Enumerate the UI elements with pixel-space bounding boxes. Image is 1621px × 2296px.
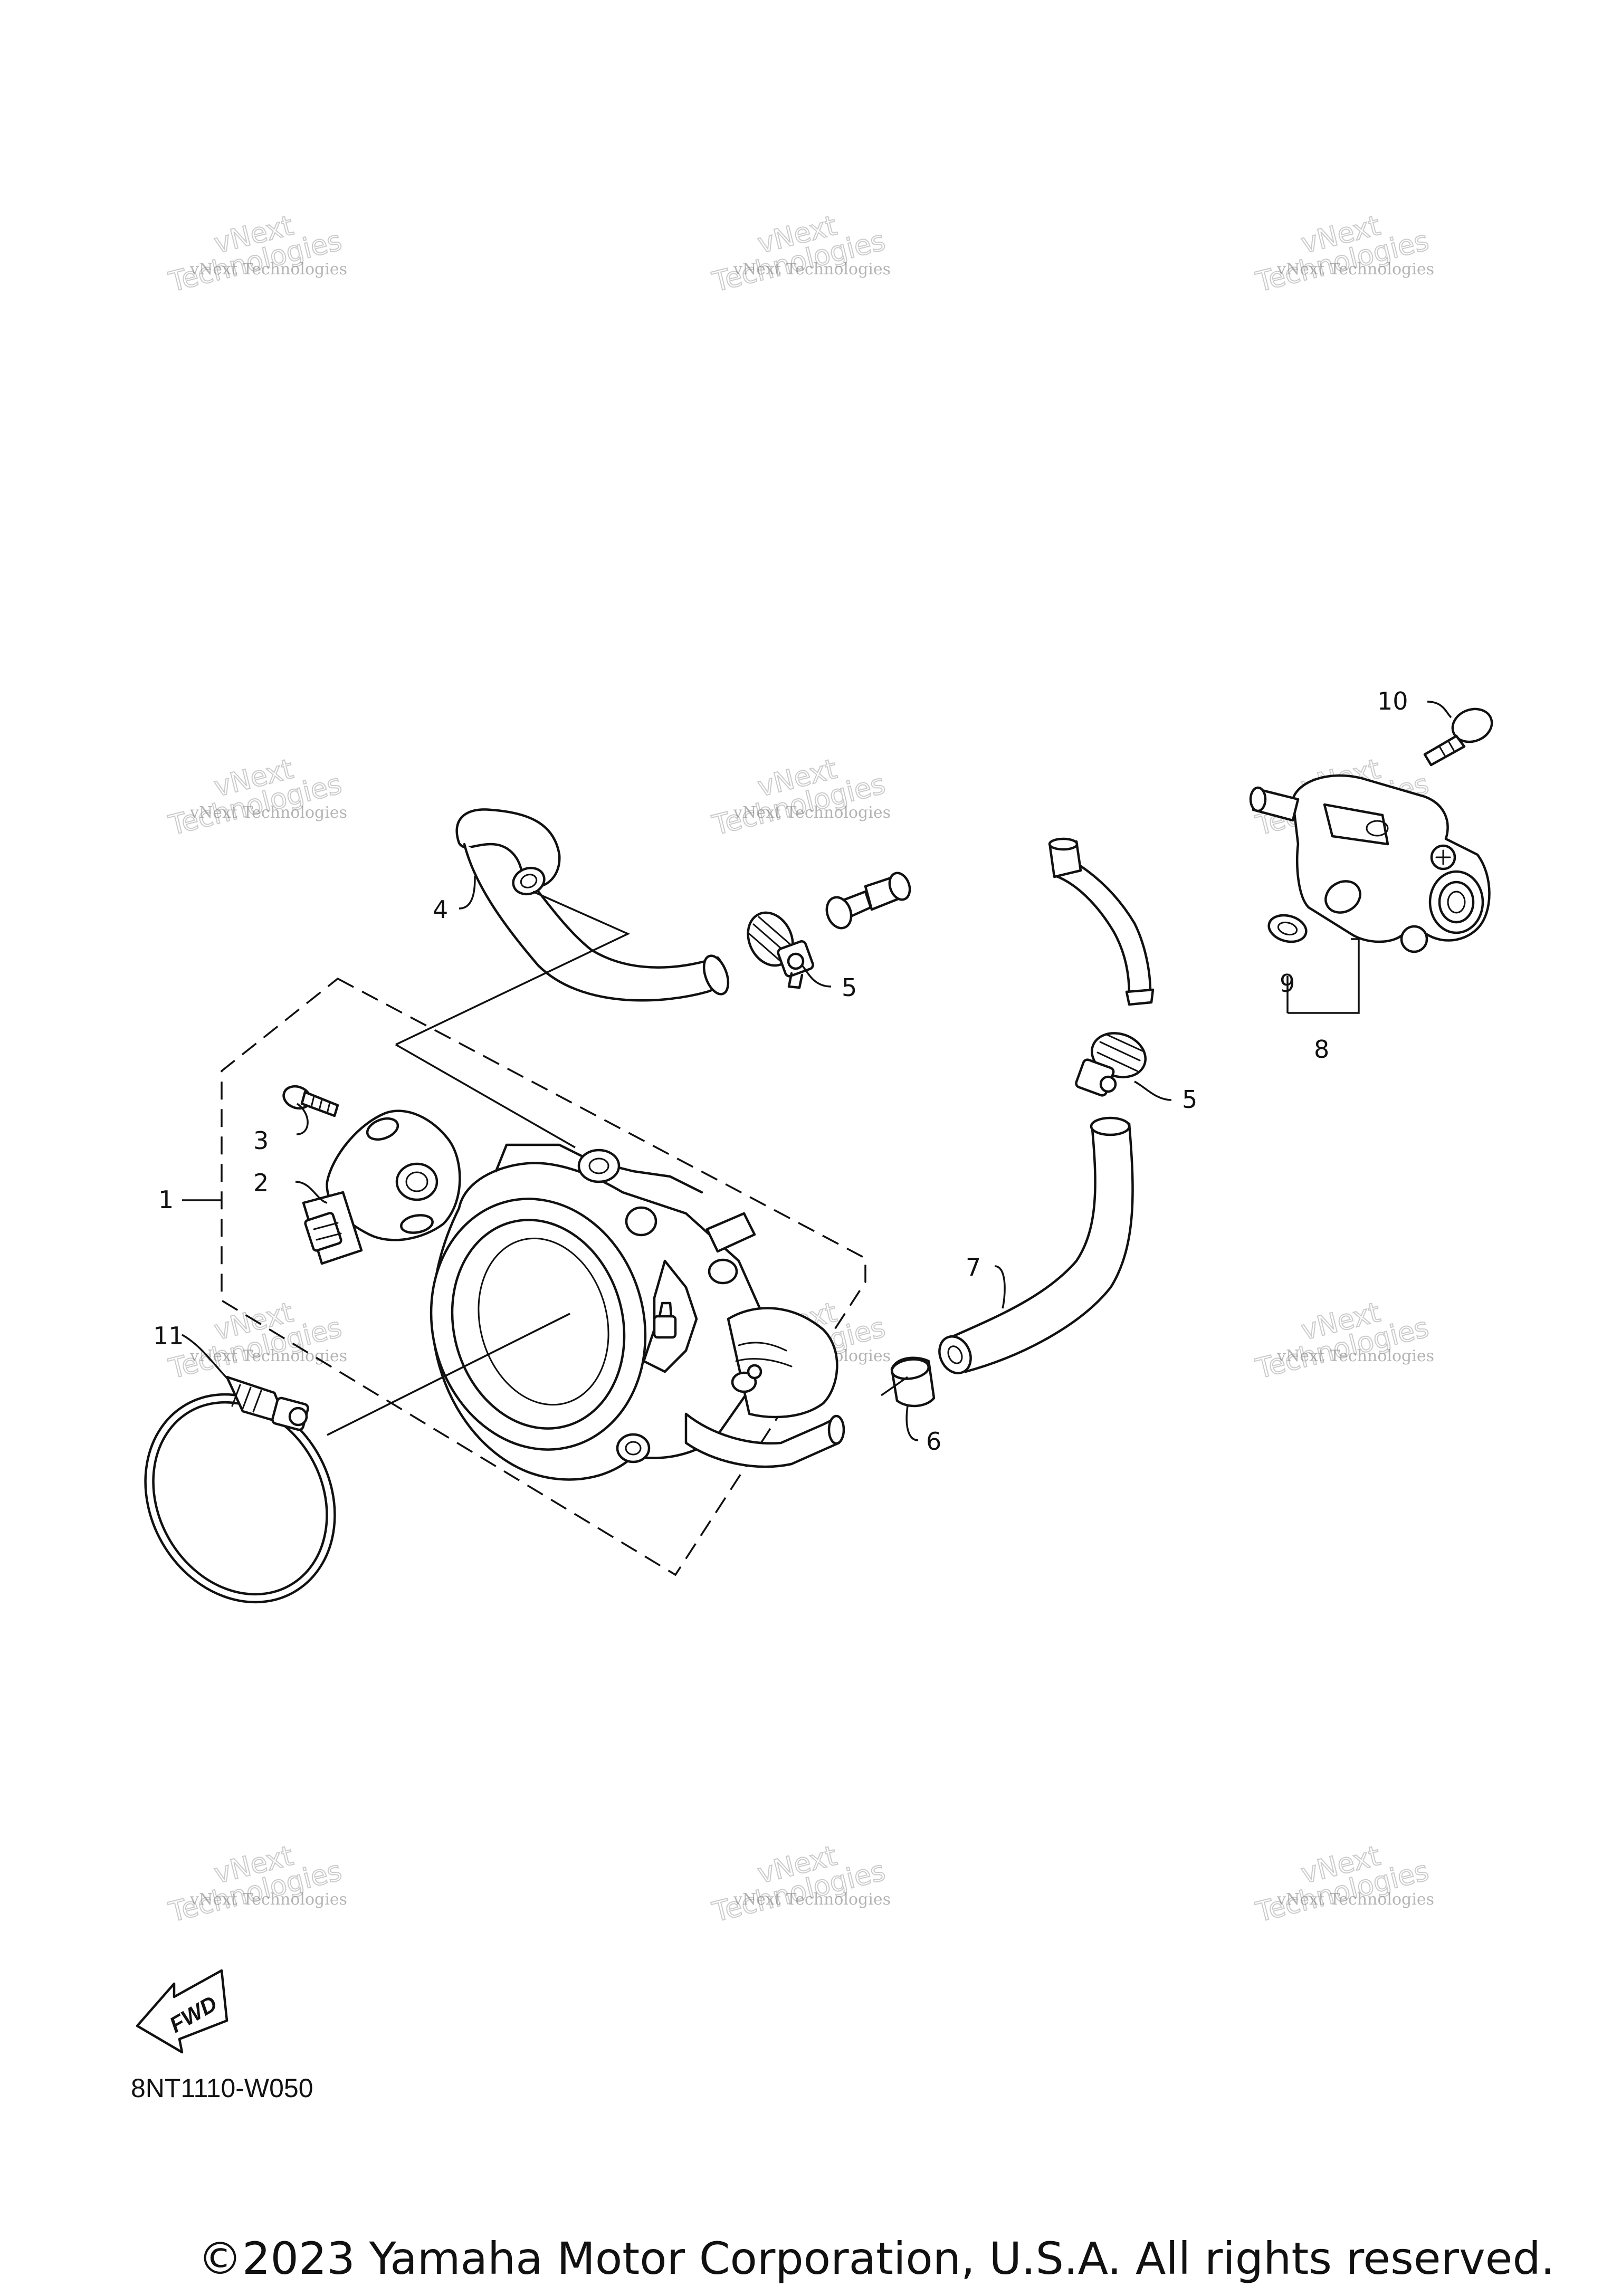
part-5-hose-clamp-lower [1075,1032,1147,1097]
callout-5-lower: 5 [1182,1085,1197,1114]
part-10-bolt [1423,707,1493,767]
svg-text:vNext Technologies: vNext Technologies [189,260,347,279]
callout-1: 1 [158,1185,174,1214]
throttle-body-assembly-outline [221,977,866,1576]
fwd-arrow-icon: FWD [136,1969,228,2054]
leader-lines [182,701,1452,1441]
watermark-tile: Technologies vNext vNext Technologies [165,753,347,843]
svg-text:vNext Technologies: vNext Technologies [1276,1347,1434,1365]
watermark-tile: Technologies vNext vNext Technologies [1252,209,1434,299]
callout-7: 7 [966,1253,981,1281]
svg-text:vNext Technologies: vNext Technologies [1276,260,1434,279]
part-1-throttle-body [430,1143,845,1481]
callout-10: 10 [1377,687,1408,715]
part-7-hose [938,1116,1134,1374]
part-8-sensor-housing [1249,774,1491,953]
part-2-throttle-position-sensor [302,1109,461,1265]
svg-text:vNext Technologies: vNext Technologies [733,260,891,279]
callout-11: 11 [153,1322,184,1350]
callout-6: 6 [926,1427,941,1456]
part-6-hose-clamp [890,1356,936,1408]
diagram-code: 8NT1110-W050 [131,2073,313,2103]
part-5-hose-clamp-upper [747,911,814,989]
callout-labels: 1 2 3 4 5 5 6 7 8 9 10 11 [153,687,1408,1456]
svg-text:vNext Technologies: vNext Technologies [1276,1890,1434,1909]
callout-3: 3 [253,1126,269,1155]
watermark-group: Technologies vNext vNext Technologies Te… [165,209,1434,1929]
svg-text:vNext Technologies: vNext Technologies [733,1890,891,1909]
svg-text:vNext Technologies: vNext Technologies [189,1890,347,1909]
part-11-band-clamp [144,1375,336,1604]
callout-5-upper: 5 [842,973,857,1002]
svg-text:vNext Technologies: vNext Technologies [189,803,347,822]
copyright-notice: ©2023 Yamaha Motor Corporation, U.S.A. A… [198,2233,1555,2284]
watermark-tile: Technologies vNext vNext Technologies [709,209,891,299]
part-4-breather-hose [455,808,730,1002]
callout-9: 9 [1280,969,1295,998]
svg-text:vNext Technologies: vNext Technologies [733,803,891,822]
svg-text:vNext Technologies: vNext Technologies [189,1347,347,1365]
callout-8: 8 [1314,1035,1329,1064]
watermark-tile: Technologies vNext vNext Technologies [165,209,347,299]
watermark-tile: Technologies vNext vNext Technologies [709,753,891,843]
upper-bent-tube [1048,837,1155,1006]
watermark-tile: Technologies vNext vNext Technologies [165,1840,347,1929]
watermark-tile: Technologies vNext vNext Technologies [1252,1840,1434,1929]
part-3-screw [282,1085,339,1117]
part-5-fitting-connector [825,872,911,930]
watermark-tile: Technologies vNext vNext Technologies [1252,1296,1434,1386]
callout-4: 4 [433,895,448,924]
watermark-tile: Technologies vNext vNext Technologies [709,1840,891,1929]
callout-2: 2 [253,1169,269,1197]
part-9-o-ring [1267,914,1308,943]
